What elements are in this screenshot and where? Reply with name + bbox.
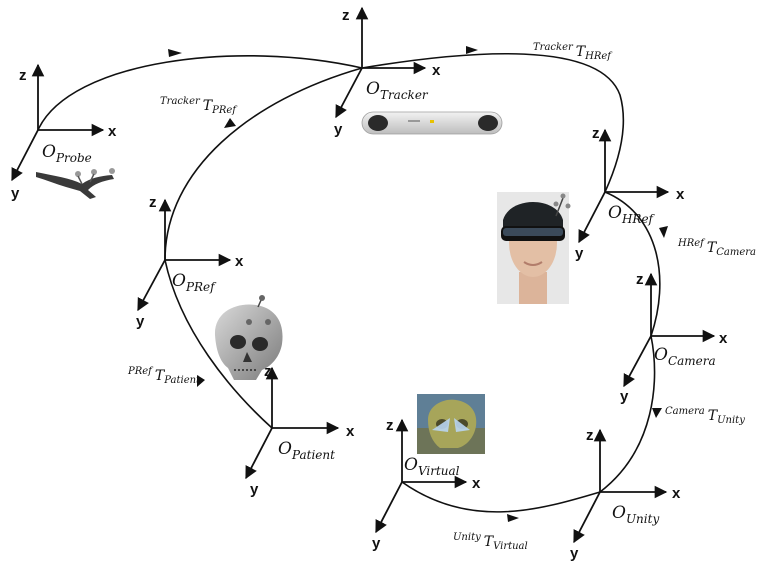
virtual-z-label: z [386, 417, 394, 434]
arrowhead-probe-tracker [168, 49, 182, 57]
curve-tracker-href [361, 52, 625, 193]
pref-x-label: x [235, 253, 244, 270]
patient-x-label: x [346, 423, 355, 440]
arrowhead-tracker-href [466, 46, 478, 54]
frame-label-camera: OCamera [654, 345, 716, 368]
frame-label-patient: OPatient [278, 439, 335, 462]
href-z-label: z [592, 125, 600, 142]
arrowhead-tracker-pref [224, 118, 236, 128]
frame-tracker [335, 6, 427, 119]
frame-pref [137, 198, 232, 312]
arrowhead-unity-virtual [507, 514, 519, 522]
frame-label-virtual: OVirtual [404, 455, 460, 478]
virtual-y-label: y [372, 535, 381, 552]
headset-mannequin-photo [497, 192, 571, 304]
frame-label-pref: OPRef [172, 271, 217, 294]
curve-probe-tracker [37, 55, 363, 131]
arrowhead-pref-patient [197, 375, 205, 387]
skull-model-photo [214, 295, 283, 380]
curve-pref-patient [164, 259, 273, 429]
frame-camera [623, 272, 716, 388]
frame-href [578, 128, 670, 244]
unity-x-label: x [672, 485, 681, 502]
patient-y-label: y [250, 481, 259, 498]
tracker-x-label: x [432, 62, 441, 79]
curve-tracker-pref [164, 67, 363, 261]
probe-photo [36, 168, 115, 199]
unity-z-label: z [586, 427, 594, 444]
pref-z-label: z [149, 194, 157, 211]
curve-unity-virtual [401, 481, 601, 513]
virtual-skull-render [417, 394, 485, 454]
frame-virtual [375, 418, 468, 534]
pref-y-label: y [136, 313, 145, 330]
camera-z-label: z [636, 271, 644, 288]
arrowhead-href-camera [659, 226, 668, 238]
curve-href-camera [604, 191, 661, 337]
href-x-label: x [676, 186, 685, 203]
frame-patient [245, 366, 340, 480]
arrowhead-camera-unity [652, 408, 662, 418]
probe-y-label: y [11, 185, 20, 202]
camera-x-label: x [719, 330, 728, 347]
tracker-z-label: z [342, 7, 350, 24]
camera-y-label: y [620, 388, 629, 405]
href-y-label: y [575, 245, 584, 262]
probe-x-label: x [108, 123, 117, 140]
frame-unity [573, 428, 668, 544]
virtual-x-label: x [472, 475, 481, 492]
curve-camera-unity [599, 335, 656, 493]
unity-y-label: y [570, 545, 579, 562]
patient-z-label: z [264, 363, 272, 380]
frame-label-tracker: OTracker [366, 79, 429, 102]
probe-z-label: z [19, 67, 27, 84]
frame-label-probe: OProbe [42, 142, 92, 165]
tracker-device-photo [361, 111, 503, 135]
frame-probe [11, 63, 105, 182]
tracker-y-label: y [334, 121, 343, 138]
frame-label-href: OHRef [608, 203, 656, 226]
frame-label-unity: OUnity [612, 503, 659, 526]
